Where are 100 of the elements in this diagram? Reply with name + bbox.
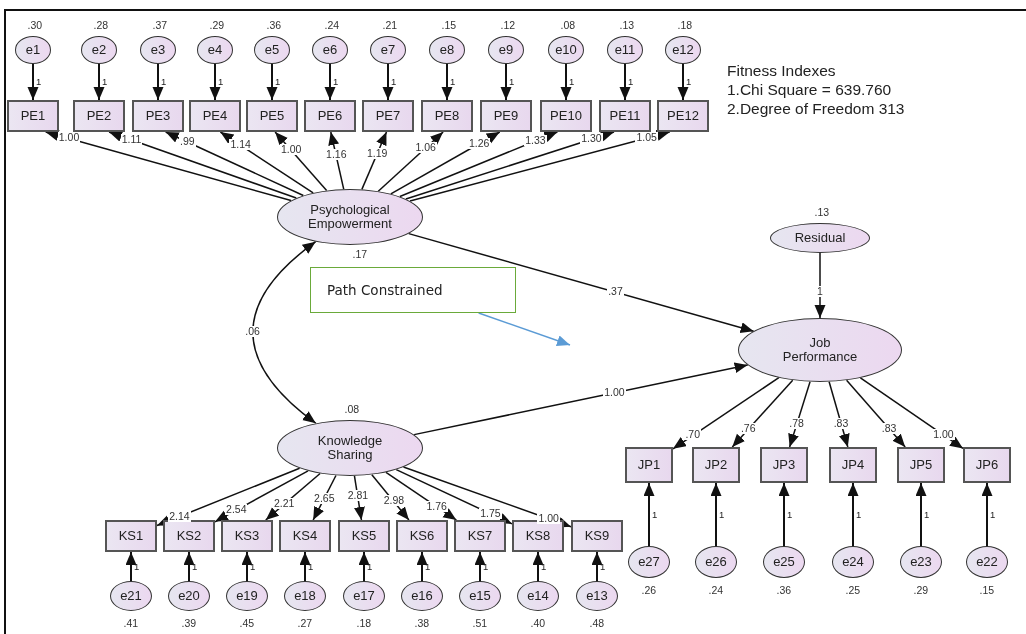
edge-label: .83 [832, 417, 850, 429]
error-circle [665, 36, 701, 64]
path-arrow [108, 131, 297, 199]
indicator-box [760, 447, 808, 483]
edge-label: 2.54 [225, 504, 248, 516]
variance-label: .26 [640, 585, 658, 596]
path-arrow [385, 471, 458, 521]
node-label: e3 [150, 43, 166, 57]
path-arrow [152, 63, 164, 101]
variance-label: .29 [912, 585, 930, 596]
error-circle [429, 36, 465, 64]
path-arrow [778, 482, 790, 547]
edge-label: 1.11 [120, 133, 143, 145]
indicator-box [571, 520, 623, 552]
node-label: PE8 [434, 109, 460, 123]
path-arrow [474, 551, 486, 582]
edge-label: 1 [600, 561, 606, 572]
path-arrow [408, 232, 755, 333]
node-label: KS4 [292, 529, 318, 543]
node-label: e20 [178, 589, 200, 603]
path-arrow [981, 482, 993, 547]
error-circle [254, 36, 290, 64]
error-circle [607, 36, 643, 64]
variance-label: .40 [529, 618, 547, 629]
fit-heading: Fitness Indexes [727, 62, 836, 80]
node-label: JP3 [772, 458, 796, 472]
node-label: e4 [207, 43, 223, 57]
error-circle [226, 581, 268, 611]
error-circle [312, 36, 348, 64]
indicator-box [625, 447, 673, 483]
indicator-box [279, 520, 331, 552]
node-label: e11 [614, 43, 636, 57]
variance-label: .18 [355, 618, 373, 629]
node-label: Knowledge Sharing [316, 434, 384, 462]
edge-label: 1 [450, 77, 456, 87]
latent-ellipse [277, 189, 423, 245]
edge-label: 1.16 [325, 149, 348, 161]
variance-label: .21 [381, 20, 399, 31]
node-label: e12 [672, 43, 694, 57]
indicator-box [189, 100, 241, 132]
error-circle [576, 581, 618, 611]
path-arrow [219, 131, 314, 194]
path-arrow [409, 130, 671, 202]
node-label: e16 [411, 589, 433, 603]
node-label: PE6 [317, 109, 343, 123]
error-circle [110, 581, 152, 611]
edge-label: 1.00 [537, 512, 560, 524]
node-label: PE9 [493, 109, 519, 123]
edge-label: 1 [541, 561, 547, 572]
node-label: e5 [264, 43, 280, 57]
indicator-box [657, 100, 709, 132]
node-label: KS6 [409, 529, 435, 543]
variance-label: .45 [238, 618, 256, 629]
node-label: e17 [353, 589, 375, 603]
variance-label: .15 [440, 20, 458, 31]
edge-label: 1.76 [425, 500, 448, 512]
node-label: JP2 [704, 458, 728, 472]
edge-label: 1 [36, 77, 42, 87]
indicator-box [963, 447, 1011, 483]
node-label: e7 [380, 43, 396, 57]
path-arrow [619, 63, 631, 101]
path-arrow [183, 551, 195, 582]
variance-label: .13 [813, 207, 831, 218]
node-label: e19 [236, 589, 258, 603]
edge-label: 1 [275, 77, 281, 87]
node-label: JP6 [975, 458, 999, 472]
node-label: e25 [773, 555, 795, 569]
variance-label: .08 [559, 20, 577, 31]
edge-label: 1.14 [229, 139, 252, 151]
indicator-box [7, 100, 59, 132]
edge-label: 1.05 [635, 132, 658, 144]
edge-label: 2.98 [382, 495, 406, 507]
edge-label: 1 [719, 509, 725, 520]
node-label: KS3 [234, 529, 260, 543]
indicator-box [132, 100, 184, 132]
path-arrow [643, 482, 655, 547]
node-label: PE4 [202, 109, 228, 123]
indicator-box [692, 447, 740, 483]
node-label: PE7 [375, 109, 401, 123]
error-circle [197, 36, 233, 64]
path-arrow [382, 63, 394, 101]
node-label: PE11 [609, 109, 641, 123]
path-arrow [328, 131, 345, 190]
variance-label: .27 [296, 618, 314, 629]
error-circle [628, 546, 670, 578]
edge-label: 1.00 [57, 132, 81, 144]
node-label: e6 [322, 43, 338, 57]
edge-label: 1 [483, 561, 489, 572]
node-label: e8 [439, 43, 455, 57]
path-arrow [677, 63, 689, 101]
edge-label: 1.06 [414, 142, 437, 154]
variance-label: .28 [92, 20, 110, 31]
error-circle [401, 581, 443, 611]
indicator-box [829, 447, 877, 483]
indicator-box [73, 100, 125, 132]
edge-label: 1 [308, 561, 314, 572]
variance-label: .13 [618, 20, 636, 31]
node-label: e14 [527, 589, 549, 603]
path-arrow [788, 381, 811, 448]
node-label: KS5 [351, 529, 377, 543]
